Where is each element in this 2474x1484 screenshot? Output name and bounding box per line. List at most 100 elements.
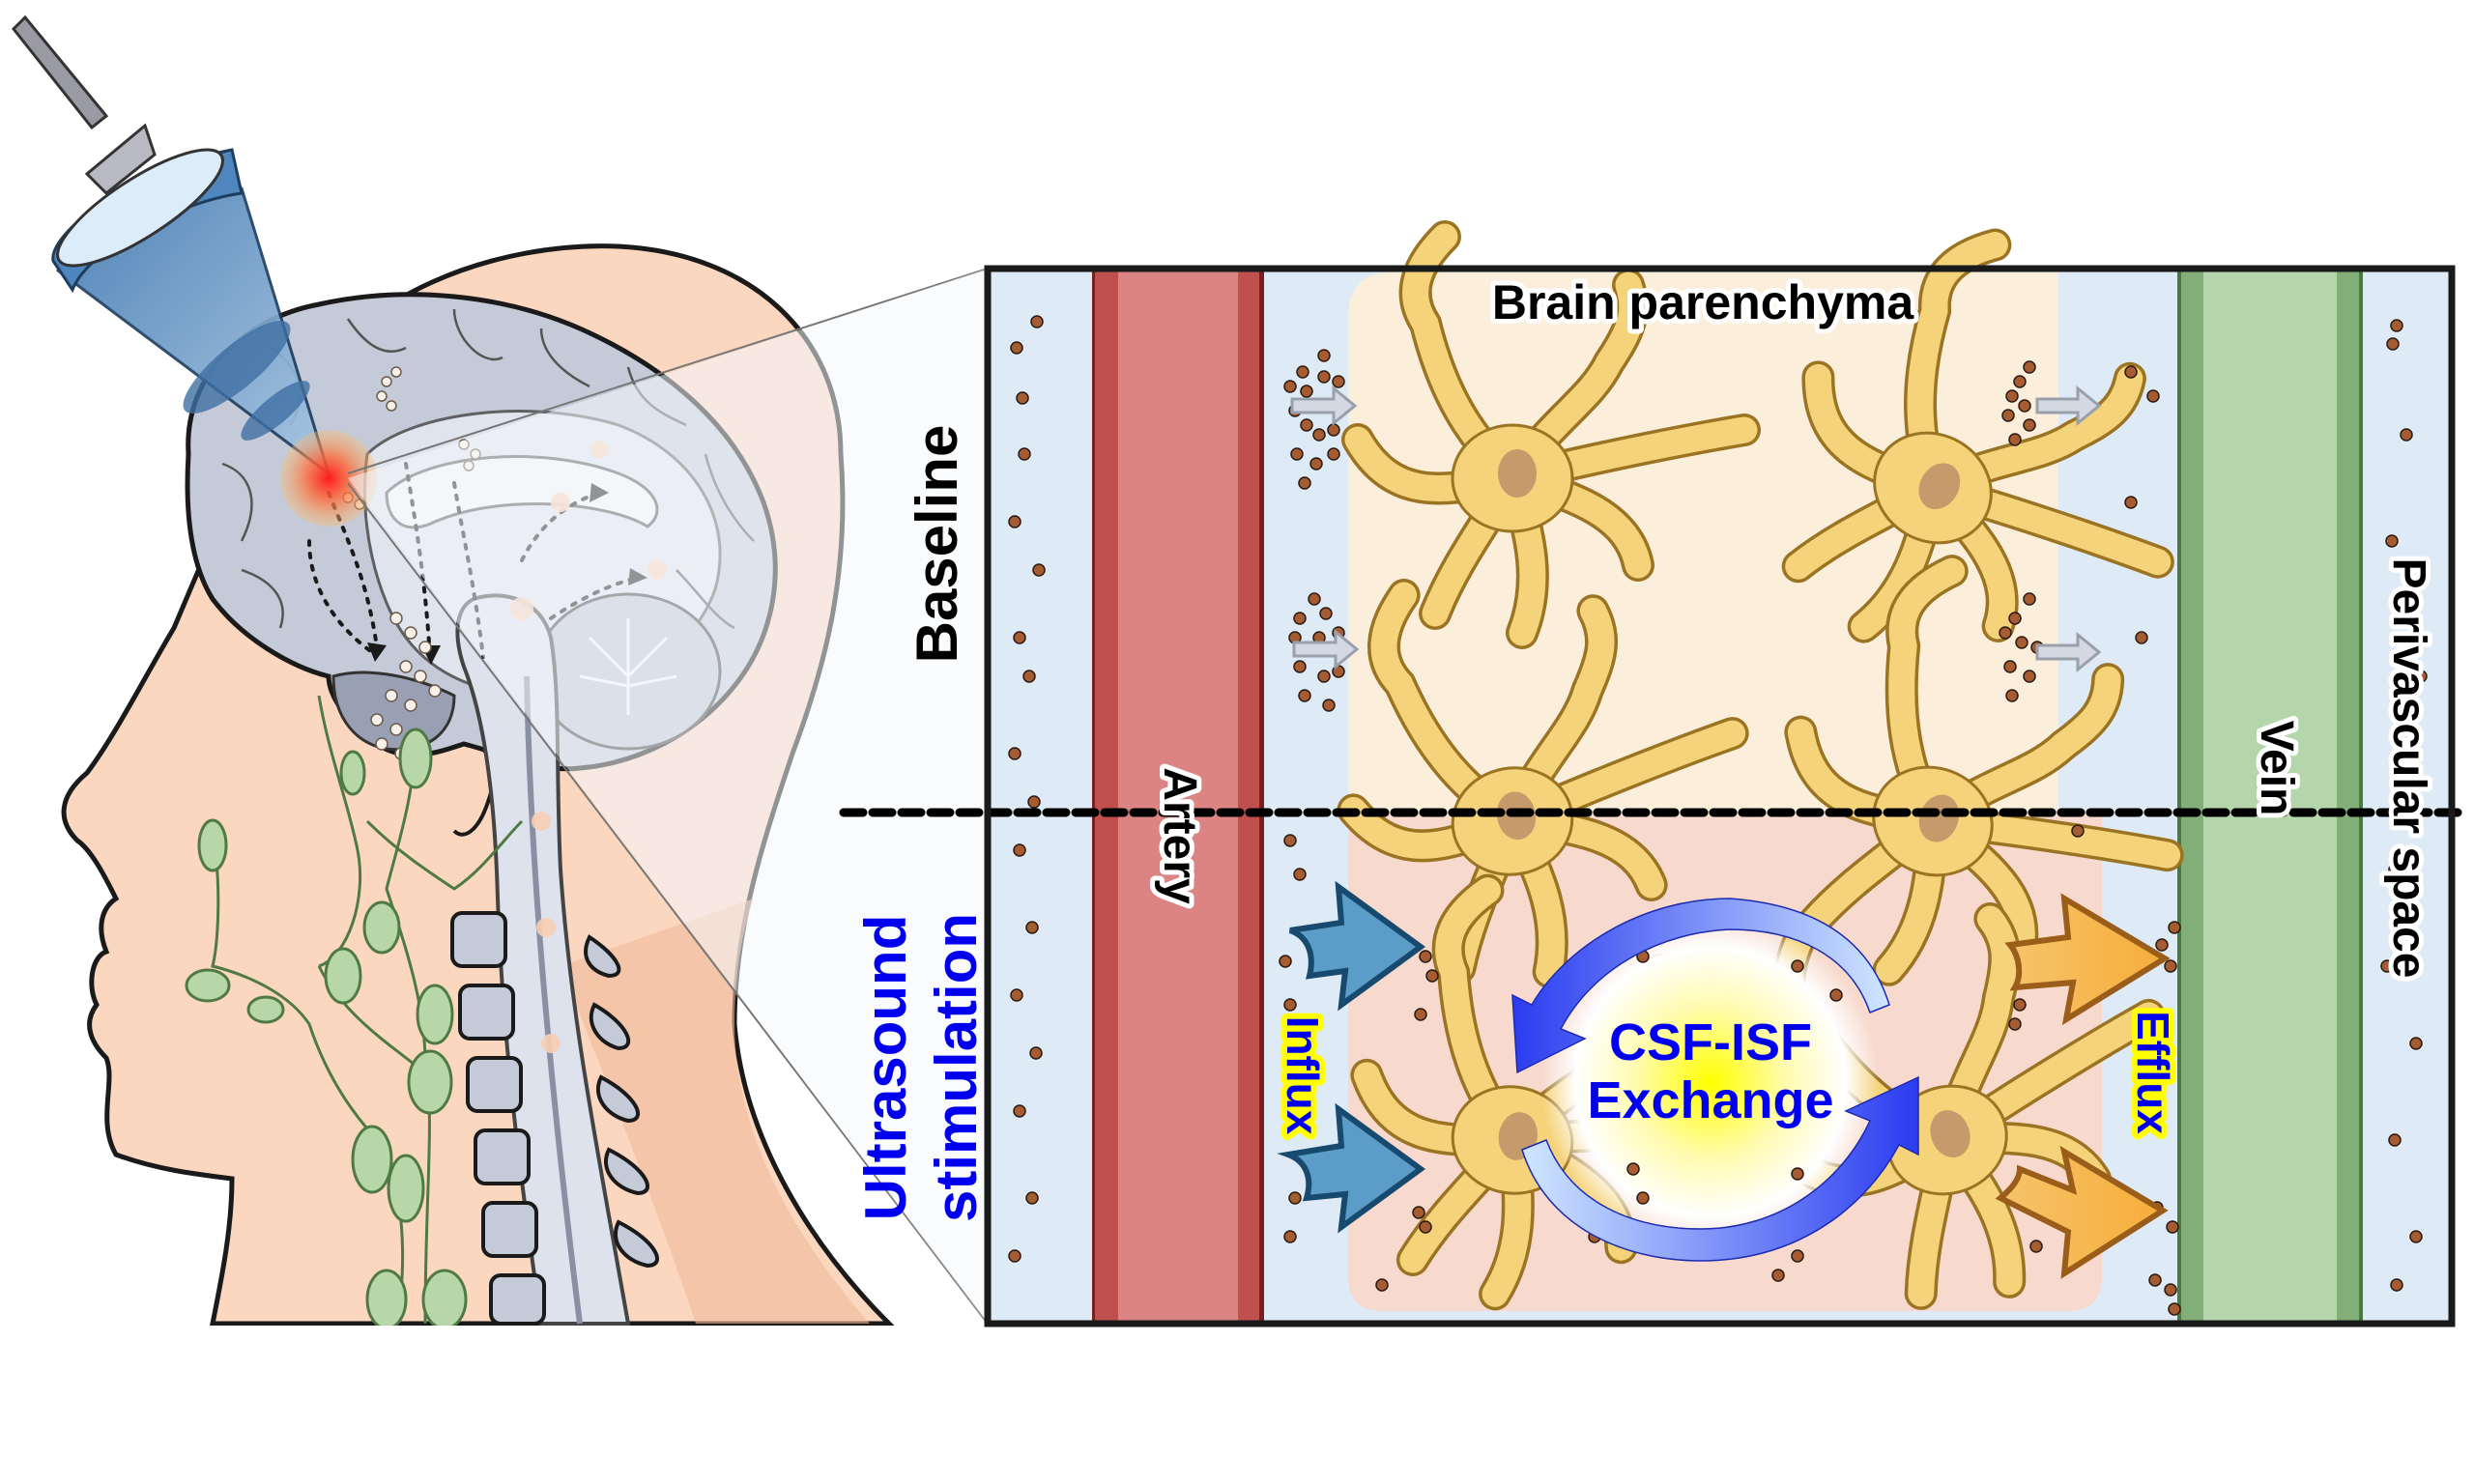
- transducer-handle: [84, 123, 157, 196]
- solute-particle: [2013, 375, 2027, 388]
- artery-lumen: [1118, 269, 1238, 1324]
- solute-particle: [2023, 670, 2036, 683]
- solutes: [1008, 315, 2428, 1316]
- baseline-label: Baseline: [905, 425, 969, 664]
- solute-particle: [1327, 423, 1340, 437]
- solute-particle: [2400, 428, 2413, 442]
- solute-particle: [1025, 921, 1039, 934]
- solute-particle: [1296, 365, 1309, 379]
- solute-particle: [1027, 795, 1041, 809]
- solute-particle: [1791, 1167, 1804, 1181]
- solute-particle: [1309, 457, 1323, 471]
- solute-particle: [1293, 868, 1307, 881]
- artery-label: Artery: [1154, 767, 1205, 904]
- neck-shading: [561, 899, 870, 1324]
- artery-edge-left: [1092, 269, 1095, 1324]
- solute-particle: [2008, 433, 2022, 446]
- solute-particle: [2166, 1220, 2179, 1234]
- solute-particle: [1300, 418, 1313, 432]
- solute-particle: [1771, 1269, 1785, 1282]
- astrocyte-process: [1370, 582, 1418, 698]
- solute-particle: [2124, 496, 2138, 509]
- solute-particle: [1008, 1249, 1021, 1263]
- gray-arrow-efflux-top: [2035, 385, 2102, 427]
- solute-particle: [2385, 534, 2399, 548]
- solute-particle: [1319, 607, 1333, 620]
- solute-particle: [1317, 370, 1331, 384]
- astrocyte-process: [2050, 666, 2121, 758]
- solute-particle: [2390, 319, 2403, 332]
- panel-border: [984, 265, 2456, 1327]
- solute-particle: [1791, 1249, 1804, 1263]
- vein-lumen: [2203, 269, 2337, 1324]
- solute-particle: [2005, 389, 2019, 403]
- solute-particle: [2390, 1278, 2403, 1292]
- solute-particle: [2008, 1017, 2022, 1031]
- solute-particle: [1279, 955, 1292, 968]
- solute-particle: [1290, 447, 1304, 461]
- solute-particle: [2008, 612, 2022, 625]
- astrocyte: [1781, 228, 2174, 643]
- stimulation-label-line2: stimulation: [924, 913, 989, 1222]
- solute-particle: [1412, 1206, 1425, 1219]
- solute-particle: [1008, 515, 1021, 528]
- solute-particle: [2386, 337, 2400, 351]
- solute-particle: [1010, 341, 1023, 355]
- solute-particle: [1327, 447, 1340, 461]
- solute-particle: [2018, 399, 2031, 413]
- solute-particle: [1312, 428, 1326, 442]
- astrocyte: [1784, 555, 2184, 986]
- solute-particle: [2146, 389, 2160, 403]
- solute-particle: [1626, 1162, 1640, 1176]
- solute-particle: [2155, 938, 2169, 952]
- solute-particle: [1300, 385, 1313, 398]
- solute-particle: [1032, 563, 1046, 577]
- solute-particle: [2005, 689, 2019, 702]
- solute-particle: [2168, 921, 2181, 934]
- exchange-label-line2: Exchange: [1587, 1071, 1833, 1129]
- solute-particle: [1283, 834, 1297, 847]
- spinal-canal: [524, 675, 583, 1325]
- solute-particle: [2023, 360, 2036, 374]
- efflux-arrow-bottom: [1995, 1145, 2169, 1279]
- solute-particle: [2003, 660, 2017, 673]
- solute-particle: [1008, 747, 1021, 760]
- influx-arrows: [1277, 880, 1426, 1234]
- solute-particle: [1414, 1008, 1427, 1021]
- solute-particle: [1322, 699, 1336, 712]
- solute-particle: [2409, 1037, 2423, 1050]
- exchange-arrow-top: [1511, 898, 1890, 1074]
- astrocyte-process: [1976, 905, 2018, 1012]
- efflux-arrow-top: [2004, 893, 2171, 1026]
- beam-ring: [183, 320, 291, 414]
- astrocyte-nucleus: [1918, 463, 1961, 510]
- solute-particle: [2164, 1283, 2177, 1297]
- solute-particle: [1013, 843, 1026, 857]
- solute-particle: [2164, 959, 2177, 973]
- vein-edge-right: [2359, 269, 2363, 1324]
- solute-particle: [1029, 1046, 1043, 1060]
- solute-particle: [2023, 418, 2036, 432]
- solute-particle: [1636, 1191, 1650, 1205]
- zoom-callout-lines: [347, 268, 989, 1325]
- solute-particle: [1016, 391, 1029, 405]
- astrocyte-process: [1596, 271, 1646, 376]
- solute-particle: [1791, 959, 1804, 973]
- exchange-arrow-bottom: [1521, 1075, 1919, 1262]
- brain-parenchyma-label: Brain parenchyma: [1492, 275, 1914, 329]
- solute-particle: [1010, 988, 1023, 1002]
- exchange-label-line1: CSF-ISF: [1609, 1013, 1812, 1071]
- solute-particle: [2071, 824, 2085, 838]
- solute-particle: [2148, 1273, 2162, 1287]
- solute-particle: [1317, 670, 1331, 683]
- parenchyma-baseline: [1348, 272, 2058, 813]
- solute-particle: [1283, 998, 1297, 1012]
- solute-particle: [1283, 380, 1297, 393]
- astrocyte-process: [1574, 597, 1615, 703]
- ultrasound-focus: [280, 430, 377, 527]
- solute-particle: [1419, 1220, 1432, 1234]
- solute-particle: [1999, 626, 2012, 640]
- basal-region: [331, 671, 456, 752]
- solute-particle: [2001, 409, 2015, 422]
